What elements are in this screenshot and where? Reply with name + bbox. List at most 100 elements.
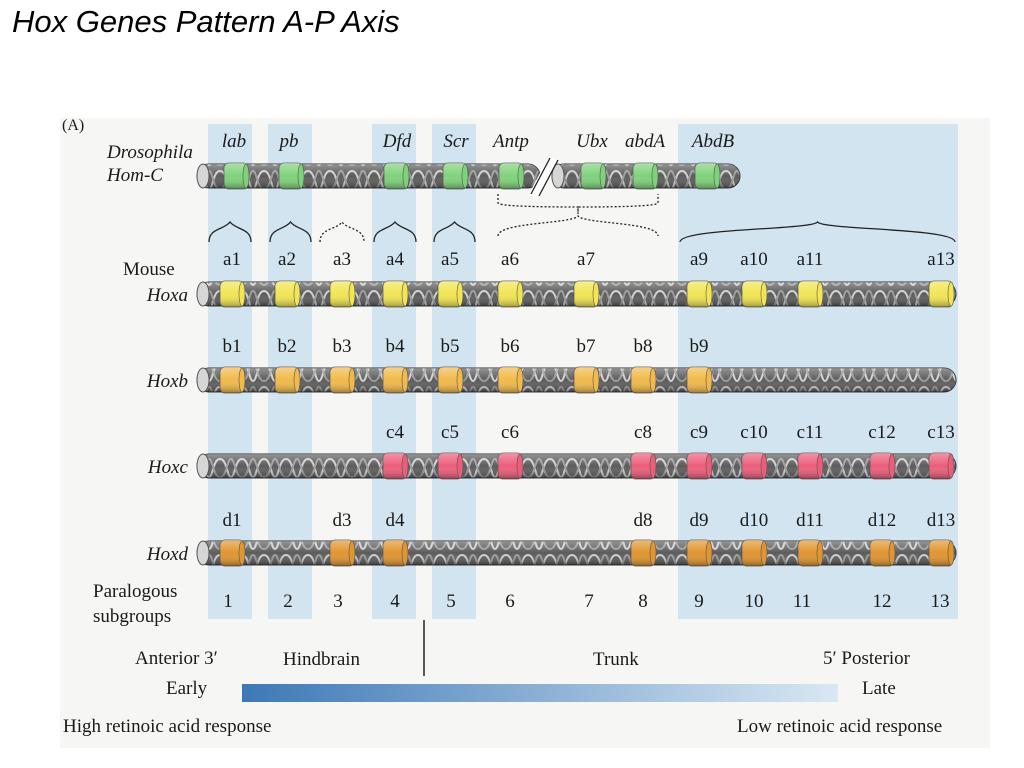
gene-c11-shading	[798, 453, 822, 479]
gene-b4	[382, 366, 409, 394]
gene-d11-cap	[816, 540, 824, 566]
cluster-name-hoxd: Hoxd	[146, 544, 189, 565]
chromosome-hoxd-end-cap	[196, 540, 210, 566]
gene-c12-shading	[870, 453, 894, 479]
chromosome-hoxb-end-cap	[196, 367, 210, 393]
drosophila-gene-Antp	[498, 162, 525, 190]
gene-b9	[686, 366, 713, 394]
gene-a9	[686, 280, 713, 308]
brace-antp-abda-top	[497, 194, 659, 214]
gene-d1-cap	[238, 540, 246, 566]
gene-label-c8: c8	[634, 422, 652, 443]
gene-d8	[630, 539, 657, 567]
brace-abdb	[679, 220, 956, 243]
gene-a13	[928, 280, 955, 308]
drosophila-gene-lab	[223, 162, 250, 190]
gene-d8-shading	[631, 540, 655, 566]
gene-label-a7: a7	[577, 249, 595, 270]
gene-a9-cap	[705, 281, 713, 307]
hindbrain-label: Hindbrain	[283, 649, 361, 670]
drosophila-gene-label-lab: lab	[222, 131, 246, 152]
gene-a2	[274, 280, 301, 308]
drosophila-gene-Dfd-cap	[402, 163, 410, 189]
drosophila-gene-label-Antp: Antp	[491, 131, 529, 152]
gene-a13-cap	[947, 281, 955, 307]
gene-d3-cap	[348, 540, 356, 566]
gene-c9-cap	[705, 453, 713, 479]
gene-a1-cap	[238, 281, 246, 307]
gene-a10	[741, 280, 768, 308]
drosophila-label: Drosophila	[106, 142, 193, 163]
gene-b8	[630, 366, 657, 394]
drosophila-gene-label-abdA: abdA	[625, 131, 666, 152]
cluster-name-hoxc: Hoxc	[147, 457, 189, 478]
gene-b7-cap	[592, 367, 600, 393]
drosophila-gene-AbdB-cap	[713, 163, 721, 189]
drosophila-gene-label-AbdB: AbdB	[690, 131, 735, 152]
drosophila-gene-pb-cap	[297, 163, 305, 189]
drosophila-gene-AbdB-shading	[695, 163, 719, 189]
gene-label-c6: c6	[501, 422, 519, 443]
gene-a5-cap	[456, 281, 464, 307]
gene-b4-shading	[383, 367, 407, 393]
gene-a10-shading	[742, 281, 766, 307]
subgroups-label: subgroups	[93, 606, 171, 627]
gene-d10-shading	[742, 540, 766, 566]
gene-label-b5: b5	[441, 336, 460, 357]
gene-c11	[797, 452, 824, 480]
paralog-number-5: 5	[446, 591, 456, 612]
drosophila-gene-lab-cap	[242, 163, 250, 189]
drosophila-gene-Antp-cap	[517, 163, 525, 189]
chromosome-hoxa-end-cap	[196, 281, 210, 307]
gene-d9	[686, 539, 713, 567]
drosophila-gene-label-pb: pb	[278, 131, 299, 152]
paralogous-label: Paralogous	[93, 581, 177, 602]
gene-d11-shading	[798, 540, 822, 566]
gene-label-d1: d1	[223, 510, 242, 531]
gene-label-c13: c13	[927, 422, 954, 443]
paralog-number-4: 4	[390, 591, 400, 612]
chromosome-hoxd	[196, 540, 957, 566]
gene-b8-cap	[649, 367, 657, 393]
cluster-name-hoxa: Hoxa	[146, 285, 188, 306]
late-label: Late	[862, 678, 896, 699]
gene-c9-shading	[687, 453, 711, 479]
drosophila-gene-abdA-shading	[633, 163, 657, 189]
drosophila-gene-abdA	[632, 162, 659, 190]
gene-b2-shading	[275, 367, 299, 393]
drosophila-gene-Ubx	[580, 162, 607, 190]
mouse-label: Mouse	[123, 259, 175, 280]
gene-c13	[928, 452, 955, 480]
gene-b6-cap	[516, 367, 524, 393]
paralog-number-3: 3	[333, 591, 343, 612]
gene-label-d4: d4	[386, 510, 406, 531]
chromosome-hoxd-shading	[197, 541, 956, 565]
drosophila-gene-Antp-shading	[499, 163, 523, 189]
drosophila-chromosome-left-end-cap	[196, 163, 210, 189]
paralog-number-8: 8	[638, 591, 648, 612]
gene-label-a11: a11	[797, 249, 824, 270]
paralog-number-12: 12	[873, 591, 892, 612]
gene-c5-shading	[438, 453, 462, 479]
gene-d1	[219, 539, 246, 567]
gene-d12-shading	[870, 540, 894, 566]
gene-d12	[869, 539, 896, 567]
high-ra-label: High retinoic acid response	[63, 716, 271, 737]
drosophila-gene-Scr-shading	[443, 163, 467, 189]
gene-c10-shading	[742, 453, 766, 479]
drosophila-genes	[223, 162, 721, 190]
gene-a2-cap	[293, 281, 301, 307]
gene-c10-cap	[760, 453, 768, 479]
gene-c11-cap	[816, 453, 824, 479]
cluster-name-hoxb: Hoxb	[146, 371, 188, 392]
gene-c9	[686, 452, 713, 480]
gene-label-a9: a9	[690, 249, 708, 270]
paralog-number-9: 9	[694, 591, 704, 612]
gene-b6-shading	[498, 367, 522, 393]
gene-a11	[797, 280, 824, 308]
gene-label-a13: a13	[927, 249, 954, 270]
